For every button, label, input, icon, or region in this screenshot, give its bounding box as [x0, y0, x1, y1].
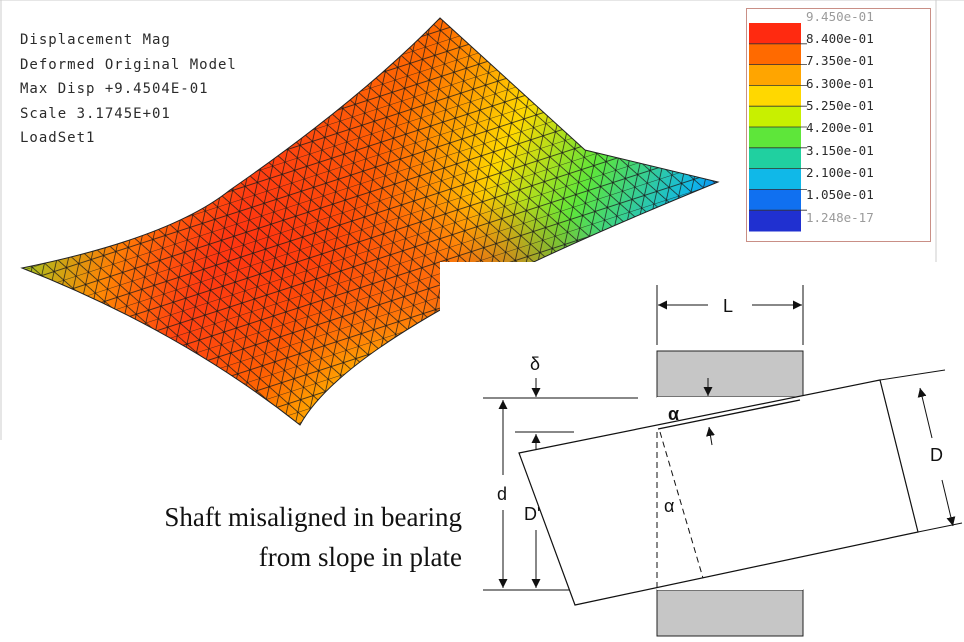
legend-color-bar	[749, 23, 807, 232]
label-delta: δ	[530, 354, 540, 374]
legend-swatch	[749, 64, 801, 86]
legend-level-label: 8.400e-01	[806, 31, 874, 46]
caption-line: Shaft misaligned in bearing	[164, 502, 462, 532]
legend-level-label: 3.150e-01	[806, 143, 874, 158]
label-alpha-top: α	[668, 404, 679, 424]
info-line: LoadSet1	[20, 130, 96, 146]
fea-info-block: Displacement Mag Deformed Original Model…	[20, 28, 237, 151]
legend-swatch	[749, 168, 801, 190]
label-Dprime: D'	[524, 504, 540, 524]
plate-outline	[20, 17, 720, 426]
caption: Shaft misaligned in bearing from slope i…	[164, 497, 462, 577]
caption-line: from slope in plate	[258, 542, 462, 572]
color-legend	[746, 8, 931, 242]
legend-level-label: 2.100e-01	[806, 165, 874, 180]
legend-swatch	[749, 127, 801, 149]
legend-min-label: 1.248e-17	[806, 210, 874, 225]
legend-level-label: 4.200e-01	[806, 120, 874, 135]
bearing-bottom	[656, 589, 804, 637]
legend-swatch	[749, 210, 801, 232]
legend-swatch	[749, 106, 801, 128]
legend-level-label: 5.250e-01	[806, 98, 874, 113]
info-line: Deformed Original Model	[20, 56, 237, 73]
legend-level-label: 7.350e-01	[806, 53, 874, 68]
bearing-top	[656, 350, 804, 398]
legend-swatch	[749, 189, 801, 211]
label-L: L	[723, 296, 733, 316]
legend-level-label: 1.050e-01	[806, 187, 874, 202]
info-line: Displacement Mag	[20, 32, 171, 48]
label-D: D	[930, 445, 943, 465]
legend-swatch	[749, 23, 801, 45]
info-line: Max Disp +9.4504E-01	[20, 81, 209, 97]
label-d: d	[497, 484, 507, 504]
info-line: Scale 3.1745E+01	[20, 105, 171, 122]
label-alpha-mid: α	[664, 496, 674, 516]
legend-swatch	[749, 43, 801, 66]
legend-max-label: 9.450e-01	[806, 9, 874, 24]
legend-swatch	[749, 85, 801, 107]
legend-swatch	[749, 147, 801, 170]
legend-level-label: 6.300e-01	[806, 76, 874, 91]
